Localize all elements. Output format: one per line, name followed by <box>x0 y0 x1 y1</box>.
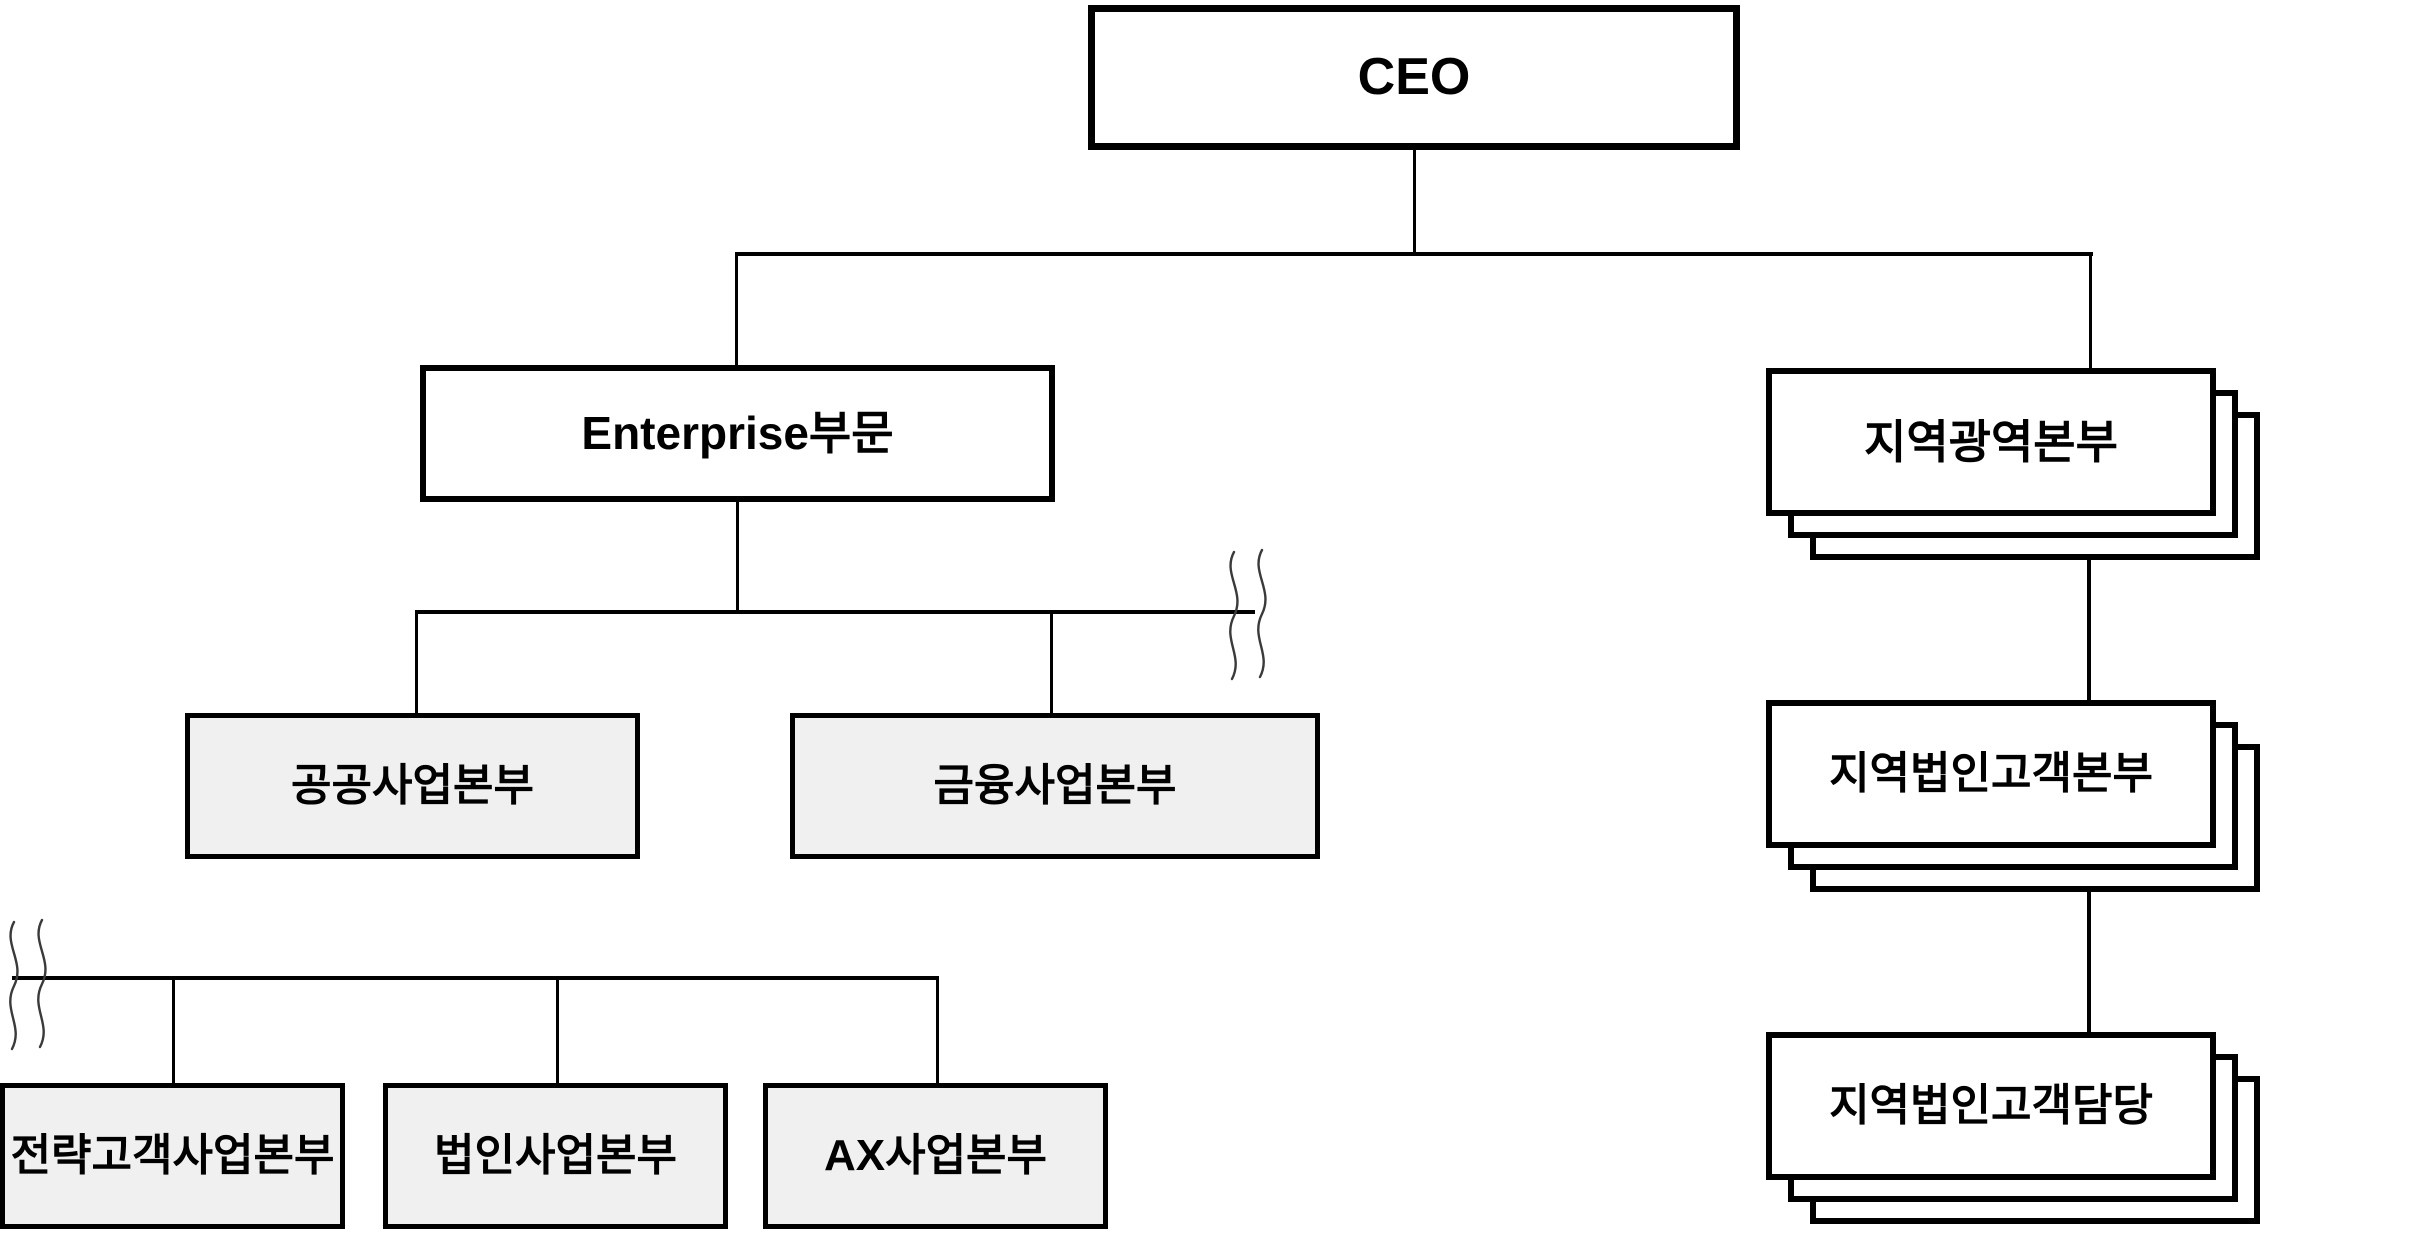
connector-to-gonggong <box>415 610 418 715</box>
stack-layer-front[interactable]: 지역광역본부 <box>1766 368 2216 516</box>
node-jiyeok-gwangyeok-bonbu[interactable]: 지역광역본부 <box>1766 368 2266 563</box>
node-ax-saeop-bonbu-label: AX사업본부 <box>823 1130 1048 1180</box>
node-beobin-saeop-bonbu-label: 법인사업본부 <box>434 1130 677 1180</box>
connector-corporate-to-manager <box>2087 890 2091 1035</box>
connector-ceo-stem <box>1413 150 1416 255</box>
connector-ceo-to-regional <box>2089 252 2092 370</box>
node-jiyeok-gwangyeok-bonbu-label: 지역광역본부 <box>1864 415 2118 468</box>
connector-to-geumyung <box>1050 610 1053 715</box>
connector-ceo-bus <box>735 252 2093 256</box>
node-gonggong-saeop-bonbu[interactable]: 공공사업본부 <box>185 713 640 859</box>
continuation-break-icon-upper-right <box>1218 548 1288 683</box>
node-jiyeok-beobin-gogaek-damdang-label: 지역법인고객담당 <box>1829 1080 2153 1130</box>
node-jiyeok-beobin-gogaek-bonbu[interactable]: 지역법인고객본부 <box>1766 700 2266 895</box>
node-ceo[interactable]: CEO <box>1088 5 1740 150</box>
stack-layer-front[interactable]: 지역법인고객본부 <box>1766 700 2216 848</box>
stack-layer-front[interactable]: 지역법인고객담당 <box>1766 1032 2216 1180</box>
continuation-break-icon-lower-left <box>0 918 62 1053</box>
connector-enterprise-bus-continued <box>12 976 939 980</box>
node-jiyeok-beobin-gogaek-bonbu-label: 지역법인고객본부 <box>1829 748 2153 798</box>
node-ceo-label: CEO <box>1357 47 1471 106</box>
node-jeonryak-gogaek-saeop-bonbu-label: 전략고객사업본부 <box>10 1130 335 1180</box>
node-gonggong-saeop-bonbu-label: 공공사업본부 <box>291 760 534 810</box>
connector-to-beobin <box>556 976 559 1083</box>
connector-regional-to-corporate <box>2087 558 2091 703</box>
node-enterprise-label: Enterprise부문 <box>581 407 894 460</box>
node-geumyung-saeop-bonbu[interactable]: 금융사업본부 <box>790 713 1320 859</box>
node-beobin-saeop-bonbu[interactable]: 법인사업본부 <box>383 1083 728 1229</box>
node-enterprise[interactable]: Enterprise부문 <box>420 365 1055 502</box>
node-jeonryak-gogaek-saeop-bonbu[interactable]: 전략고객사업본부 <box>0 1083 345 1229</box>
connector-enterprise-stem <box>736 502 739 614</box>
connector-to-jeonryak <box>172 976 175 1083</box>
node-geumyung-saeop-bonbu-label: 금융사업본부 <box>933 760 1177 810</box>
node-jiyeok-beobin-gogaek-damdang[interactable]: 지역법인고객담당 <box>1766 1032 2266 1227</box>
connector-to-ax <box>936 976 939 1083</box>
connector-ceo-to-enterprise <box>735 252 738 367</box>
node-ax-saeop-bonbu[interactable]: AX사업본부 <box>763 1083 1108 1229</box>
connector-enterprise-bus <box>415 610 1255 614</box>
